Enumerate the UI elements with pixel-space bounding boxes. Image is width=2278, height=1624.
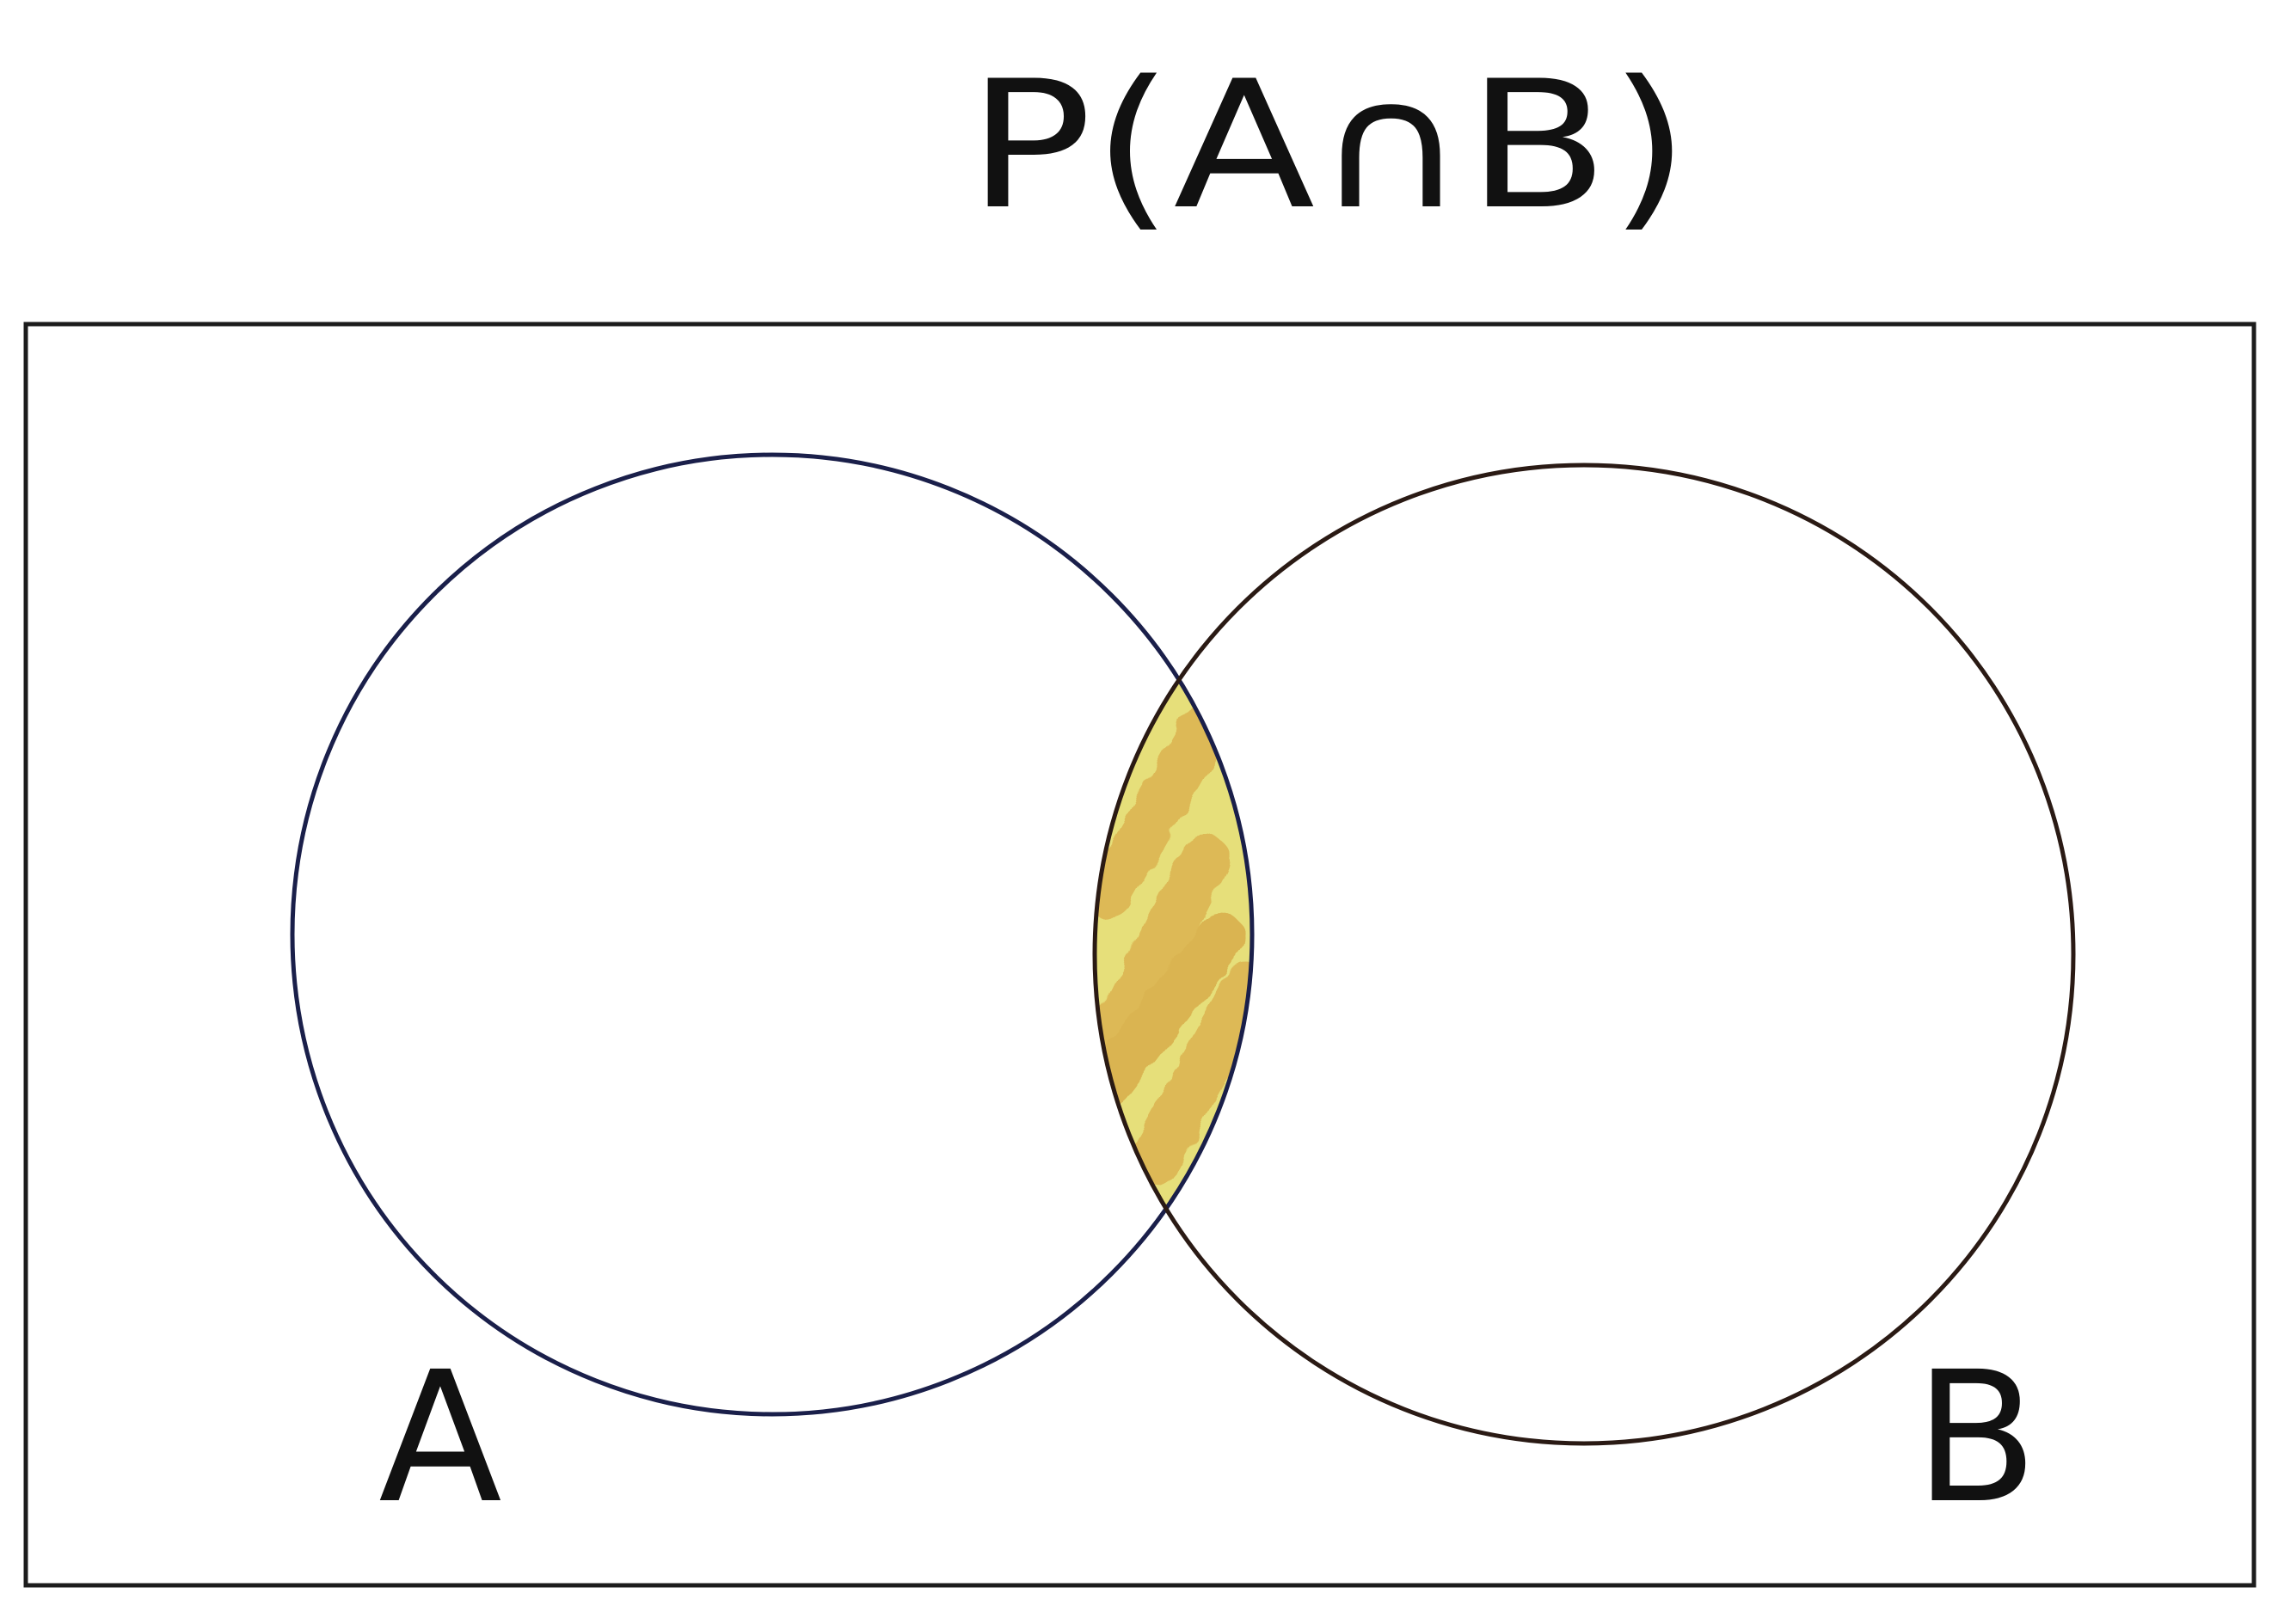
set-b-circle	[1092, 463, 2076, 1446]
diagram-title: P(A∩B)	[967, 44, 1690, 248]
set-a-circle	[290, 452, 1255, 1417]
set-a-label: A	[378, 1333, 502, 1543]
intersection-region	[1095, 653, 1252, 1238]
set-b-label: B	[1914, 1333, 2038, 1543]
universal-set-frame	[23, 322, 2257, 1588]
